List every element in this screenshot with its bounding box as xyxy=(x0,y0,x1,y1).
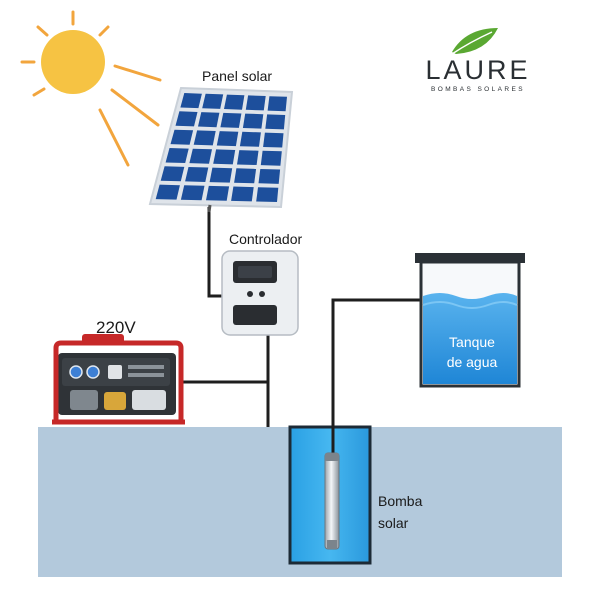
solar-cell xyxy=(165,148,189,163)
pump-label-line1: Bomba xyxy=(378,493,423,509)
solar-cell xyxy=(189,148,212,164)
brand-name: LAURE xyxy=(425,55,531,85)
solar-cell xyxy=(234,168,257,184)
solar-cell xyxy=(258,169,281,184)
solar-cell xyxy=(231,186,254,202)
solar-cell xyxy=(170,129,194,145)
solar-cell xyxy=(239,131,261,147)
solar-cell xyxy=(185,167,209,182)
solar-panel xyxy=(148,86,294,213)
controller-box xyxy=(221,250,299,336)
generator-voltage-label: 220V xyxy=(96,318,136,337)
solar-cell xyxy=(175,111,198,127)
solar-cell xyxy=(213,149,236,165)
generator xyxy=(52,334,185,425)
solar-cell xyxy=(155,184,180,200)
solar-panel-label: Panel solar xyxy=(202,68,273,84)
solar-cell xyxy=(180,185,205,201)
wiring xyxy=(180,207,425,456)
solar-cell xyxy=(209,167,233,183)
leaf-icon xyxy=(451,28,498,55)
solar-cell xyxy=(267,96,287,112)
solar-cell xyxy=(242,113,264,129)
tank-label-line2: de agua xyxy=(446,354,498,370)
tank-label: Tanque de agua xyxy=(428,332,516,372)
solar-cell xyxy=(198,112,220,128)
solar-cell xyxy=(245,95,266,111)
pump-to-tank-pipe xyxy=(331,298,425,456)
brand-tagline: BOMBAS SOLARES xyxy=(431,86,525,93)
pump-label-line2: solar xyxy=(378,515,409,531)
solar-cell xyxy=(206,185,230,201)
solar-cell xyxy=(224,94,245,110)
controller-label: Controlador xyxy=(229,231,303,247)
water-tank xyxy=(415,253,525,388)
submersible-pump xyxy=(324,452,340,550)
solar-cell xyxy=(220,112,242,128)
tank-label-line1: Tanque xyxy=(449,334,495,350)
solar-cell xyxy=(160,166,185,182)
solar-cell xyxy=(265,114,286,130)
solar-cell xyxy=(180,93,202,109)
solar-cell xyxy=(202,93,224,109)
pump-label: Bomba solar xyxy=(378,490,422,534)
sun-icon xyxy=(20,10,162,167)
solar-cell xyxy=(256,187,279,202)
solar-cell xyxy=(193,130,216,146)
solar-cell xyxy=(260,150,282,166)
solar-cell xyxy=(237,150,259,165)
solar-cell xyxy=(216,131,239,147)
brand-logo: LAURE BOMBAS SOLARES xyxy=(424,56,532,93)
solar-cell xyxy=(263,132,284,148)
